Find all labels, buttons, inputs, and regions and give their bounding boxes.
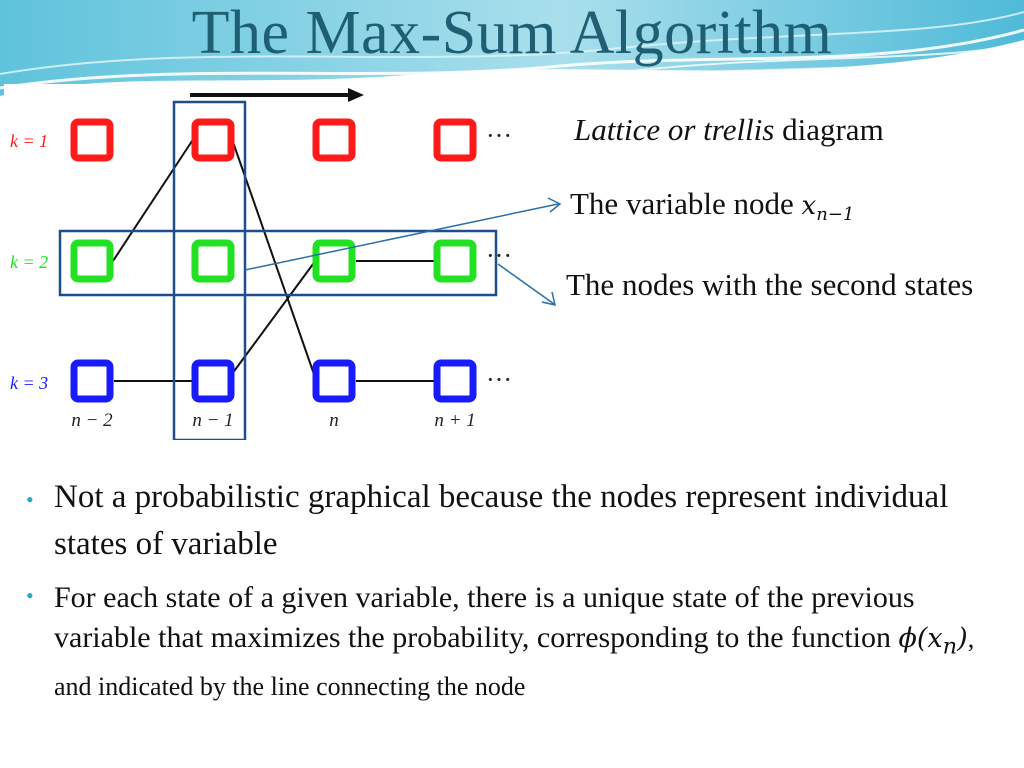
bullet-item-1: • Not a probabilistic graphical because … <box>26 474 1006 568</box>
node-k2-n-2 <box>70 239 114 283</box>
edge <box>112 137 195 262</box>
node-k1-n <box>312 118 356 162</box>
node-k3-n+1 <box>433 359 477 403</box>
lattice-annotation: Lattice or trellis diagram <box>574 112 884 148</box>
phi-math-close: ) <box>957 623 968 654</box>
bullet-text-1: Not a probabilistic graphical because th… <box>54 479 949 562</box>
state-label-k2: k = 2 <box>10 252 48 272</box>
column-label-n+1: n + 1 <box>434 410 475 431</box>
ellipsis-k2: ··· <box>486 241 512 270</box>
state-label-k1: k = 1 <box>10 131 48 151</box>
node-k3-n-1 <box>191 359 235 403</box>
lattice-annotation-rest: diagram <box>774 112 884 147</box>
node-k2-n-1 <box>191 239 235 283</box>
phi-math: ϕ(xn) <box>898 623 968 659</box>
node-k1-n+1 <box>433 118 477 162</box>
phi-math-sub: n <box>942 633 958 660</box>
trellis-svg: ··· ··· ··· k = 1 k = 2 k = 3 n − 2 n − … <box>10 88 512 440</box>
bullet-list: • Not a probabilistic graphical because … <box>26 474 1006 707</box>
bullet-text-2b: , and indicated by the line connecting t… <box>54 624 975 702</box>
lattice-annotation-italic: Lattice or trellis <box>574 112 775 147</box>
node-k2-n <box>312 239 356 283</box>
node-k1-n-1 <box>191 118 235 162</box>
bullet-marker: • <box>26 583 34 608</box>
direction-arrow-head <box>348 88 364 102</box>
phi-math-base: ϕ(x <box>898 623 943 654</box>
math-x: x <box>801 191 817 221</box>
variable-node-math: xn−1 <box>801 191 855 225</box>
second-states-annotation: The nodes with the second states <box>566 267 974 302</box>
variable-node-annotation: The variable node xn−1 <box>570 186 854 225</box>
node-k2-n+1 <box>433 239 477 283</box>
math-subscript: n−1 <box>816 204 855 226</box>
slide-title: The Max-Sum Algorithm <box>191 0 833 67</box>
node-k1-n-2 <box>70 118 114 162</box>
node-k3-n-2 <box>70 359 114 403</box>
column-label-n-1: n − 1 <box>192 410 233 431</box>
bullet-marker: • <box>26 487 34 512</box>
state-label-k3: k = 3 <box>10 373 48 393</box>
column-label-n-2: n − 2 <box>71 410 113 431</box>
column-label-n: n <box>329 410 339 431</box>
variable-column-frame <box>172 100 247 440</box>
trellis-diagram: ··· ··· ··· k = 1 k = 2 k = 3 n − 2 n − … <box>4 84 532 440</box>
node-k3-n <box>312 359 356 403</box>
bullet-item-2: • For each state of a given variable, th… <box>26 578 1006 707</box>
ellipsis-k3: ··· <box>486 365 512 394</box>
bullet-text-2a: For each state of a given variable, ther… <box>54 581 915 654</box>
ellipsis-k1: ··· <box>486 121 512 150</box>
variable-node-text: The variable node <box>570 186 802 221</box>
